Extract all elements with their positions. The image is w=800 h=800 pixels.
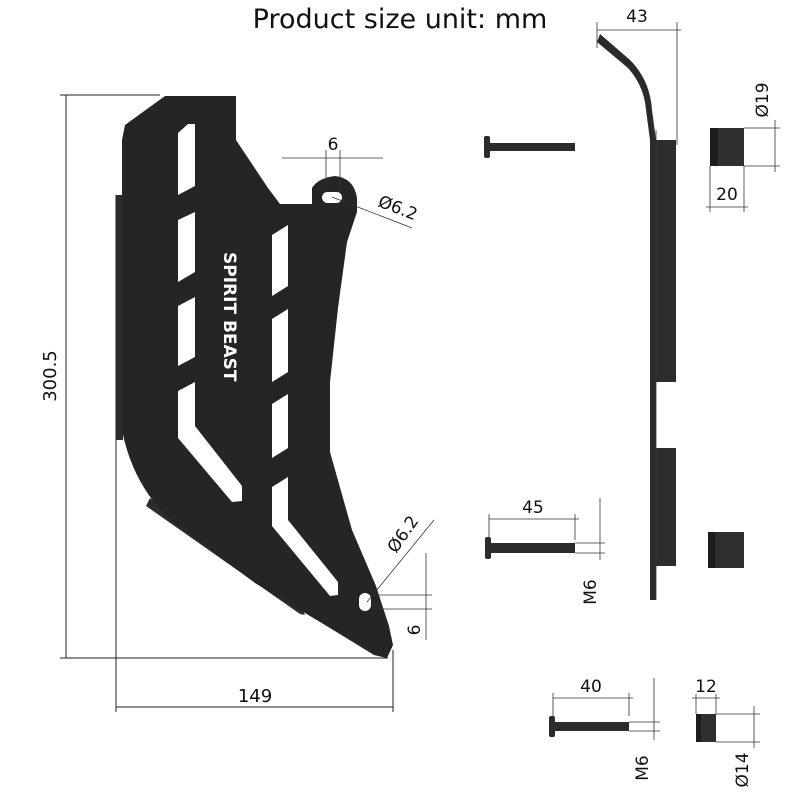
dim-top-slot-width: 6 xyxy=(282,135,383,192)
chain-guard-plate: SPIRIT BEAST xyxy=(116,96,393,658)
right-slots xyxy=(272,225,338,596)
dim-guard-width-label: 149 xyxy=(238,686,272,707)
spacer-mid xyxy=(708,532,744,568)
dim-side-offset: 43 xyxy=(596,7,681,145)
bottom-mount-slot xyxy=(359,593,371,611)
dim-bottom-hole-dia: Ø6.2 xyxy=(366,512,435,603)
dim-spacer-len-small-label: 12 xyxy=(695,677,717,697)
top-mount-slot xyxy=(322,192,342,203)
dim-top-slot-width-label: 6 xyxy=(328,135,339,155)
dim-top-hole-dia-label: Ø6.2 xyxy=(375,192,420,225)
dim-bottom-hole-dia-label: Ø6.2 xyxy=(384,512,424,557)
pin-top xyxy=(484,136,575,158)
dim-bottom-slot-height-label: 6 xyxy=(405,625,425,636)
dim-bottom-slot-height: 6 xyxy=(372,553,432,640)
bolt-long: 45 M6 xyxy=(485,498,605,605)
spacer-large: Ø19 20 xyxy=(706,82,780,212)
side-view-profile xyxy=(597,34,676,600)
dim-bolt-long-thread-label: M6 xyxy=(581,579,601,604)
guard-body xyxy=(122,96,393,658)
brand-logo-text: SPIRIT BEAST xyxy=(219,252,239,382)
left-slots xyxy=(178,124,242,502)
dim-side-offset-label: 43 xyxy=(626,7,648,27)
page-title: Product size unit: mm xyxy=(253,4,548,35)
dim-bolt-short-thread-label: M6 xyxy=(633,755,653,780)
dim-spacer-dia-small-label: Ø14 xyxy=(733,752,753,787)
dim-bolt-long-length-label: 45 xyxy=(522,498,544,518)
spacer-small: 12 Ø14 xyxy=(692,677,760,788)
dim-spacer-len-large-label: 20 xyxy=(716,185,738,205)
bolt-short: 40 M6 xyxy=(549,677,660,781)
dim-spacer-dia-large-label: Ø19 xyxy=(753,82,773,117)
dim-guard-height-label: 300.5 xyxy=(40,350,61,402)
dim-guard-height: 300.5 xyxy=(40,94,388,659)
dim-bolt-short-length-label: 40 xyxy=(580,677,602,697)
dim-guard-width: 149 xyxy=(115,195,394,712)
